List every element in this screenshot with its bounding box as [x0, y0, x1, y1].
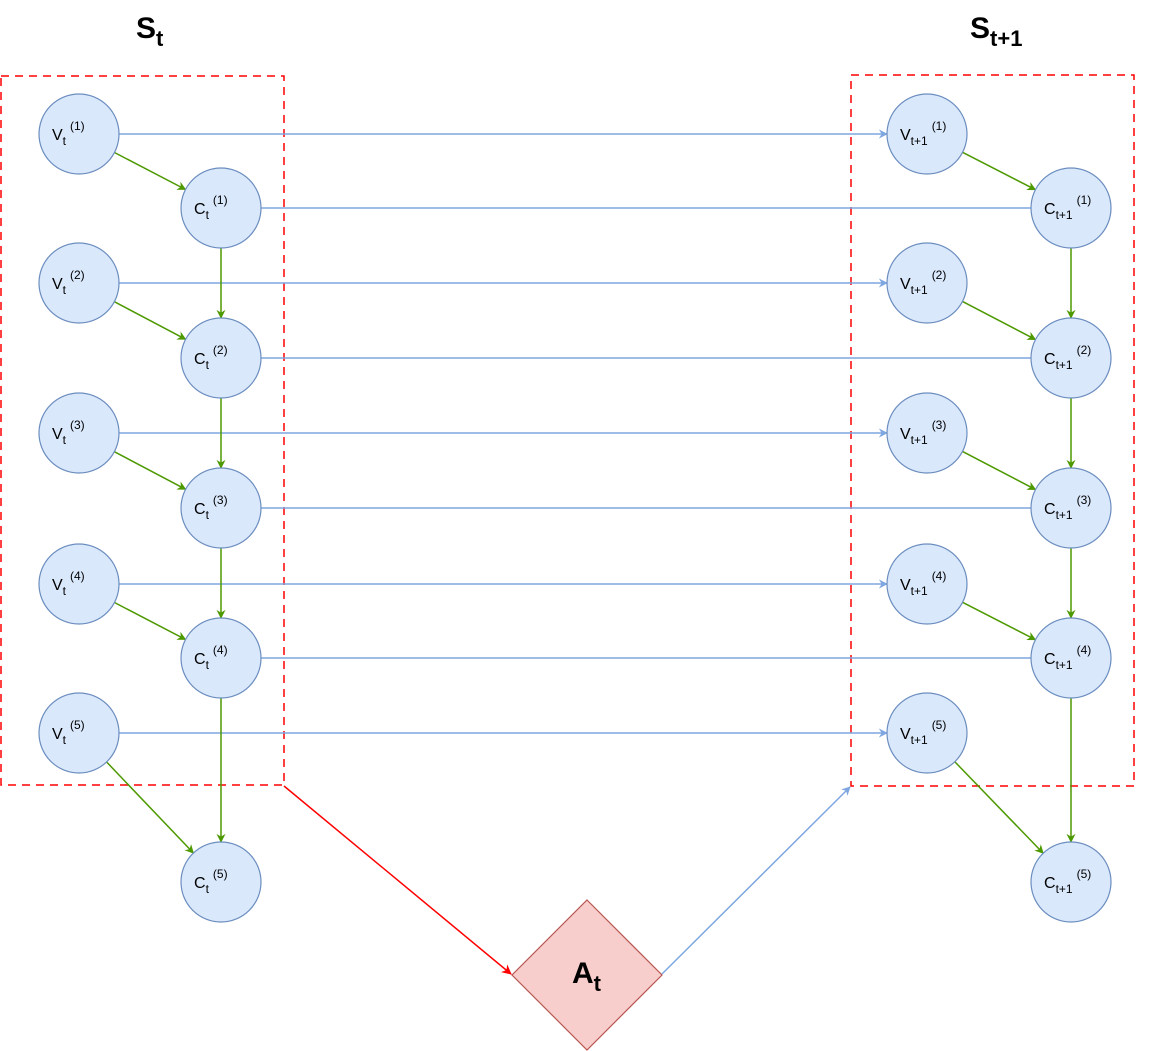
- dependency-edge-t-v5-c5: [106, 761, 195, 854]
- nodes-layer: Vt(1) Ct(1) Vt(2) Ct(2) Vt(3) Ct(3) Vt(4) Ct(4)…: [38, 93, 1112, 923]
- node-v-t1-5: Vt+1(5): [886, 692, 968, 774]
- node-c-t-2-circle: [180, 317, 262, 399]
- node-v-t-2: Vt(2): [38, 242, 120, 324]
- dependency-edge-t1-v4-c4: [962, 601, 1037, 641]
- edges-layer: [106, 129, 1076, 854]
- node-v-t1-5-label: Vt+1(5): [900, 718, 946, 747]
- node-v-t1-4-label: Vt+1(4): [900, 569, 946, 598]
- node-c-t1-5-label: Ct+1(5): [1044, 867, 1091, 896]
- action-to-next-state-edge: [661, 786, 851, 975]
- dependency-edge-t-v2-c2: [114, 301, 187, 340]
- node-v-t1-1-circle: [886, 93, 968, 175]
- node-v-t-1: Vt(1): [38, 93, 120, 175]
- node-c-t-3-label: Ct(3): [194, 493, 228, 522]
- node-v-t-4-label: Vt(4): [52, 569, 85, 598]
- node-v-t-4: Vt(4): [38, 543, 120, 625]
- node-v-t-1-label: Vt(1): [52, 119, 85, 148]
- dependency-edge-t-v3-c3: [114, 451, 187, 490]
- node-c-t1-3-label: Ct+1(3): [1044, 493, 1091, 522]
- node-c-t-4-label: Ct(4): [194, 643, 228, 672]
- node-c-t1-1: Ct+1(1): [1030, 167, 1112, 249]
- dependency-edge-t1-v2-c2: [962, 300, 1037, 341]
- action-diamond: [511, 899, 663, 1051]
- node-c-t1-1-label: Ct+1(1): [1044, 193, 1091, 222]
- node-v-t-1-circle: [38, 93, 120, 175]
- node-c-t1-2-label: Ct+1(2): [1044, 343, 1091, 372]
- node-v-t-5-label: Vt(5): [52, 718, 85, 747]
- node-c-t-3-circle: [180, 467, 262, 549]
- node-v-t1-4-circle: [886, 543, 968, 625]
- node-v-t-5-circle: [38, 692, 120, 774]
- state-t-title: St: [136, 12, 164, 51]
- node-v-t-3: Vt(3): [38, 392, 120, 474]
- dependency-edge-t1-v1-c1: [962, 151, 1037, 191]
- node-c-t1-5-circle: [1030, 841, 1112, 923]
- state-t1-title: St+1: [970, 12, 1022, 51]
- action-label: At: [572, 957, 602, 996]
- node-v-t1-2: Vt+1(2): [886, 242, 968, 324]
- node-c-t-4: Ct(4): [180, 617, 262, 699]
- node-c-t-4-circle: [180, 617, 262, 699]
- action-node: At: [511, 899, 663, 1051]
- state-t1-box: [850, 74, 1135, 787]
- node-c-t1-3-circle: [1030, 467, 1112, 549]
- node-c-t-5: Ct(5): [180, 841, 262, 923]
- node-v-t1-1-label: Vt+1(1): [900, 119, 946, 148]
- node-c-t1-3: Ct+1(3): [1030, 467, 1112, 549]
- node-c-t-1-circle: [180, 167, 262, 249]
- node-c-t-3: Ct(3): [180, 467, 262, 549]
- node-v-t1-1: Vt+1(1): [886, 93, 968, 175]
- node-v-t1-3-circle: [886, 392, 968, 474]
- node-v-t-4-circle: [38, 543, 120, 625]
- node-c-t-5-label: Ct(5): [194, 867, 228, 896]
- node-c-t-2-label: Ct(2): [194, 343, 228, 372]
- node-v-t-3-circle: [38, 392, 120, 474]
- node-v-t1-2-label: Vt+1(2): [900, 268, 946, 297]
- node-c-t1-4-label: Ct+1(4): [1044, 643, 1091, 672]
- node-c-t1-4: Ct+1(4): [1030, 617, 1112, 699]
- node-c-t-1-label: Ct(1): [194, 193, 228, 222]
- node-v-t-5: Vt(5): [38, 692, 120, 774]
- dependency-edge-t-v4-c4: [114, 601, 187, 641]
- node-c-t1-4-circle: [1030, 617, 1112, 699]
- state-t-box: [0, 75, 285, 786]
- node-c-t-5-circle: [180, 841, 262, 923]
- dependency-edge-t-v1-c1: [114, 151, 187, 191]
- node-c-t1-2: Ct+1(2): [1030, 317, 1112, 399]
- state-to-action-edge: [283, 785, 512, 975]
- node-v-t-2-label: Vt(2): [52, 268, 85, 297]
- node-v-t-2-circle: [38, 242, 120, 324]
- node-c-t1-1-circle: [1030, 167, 1112, 249]
- node-c-t1-5: Ct+1(5): [1030, 841, 1112, 923]
- dependency-edge-t1-v5-c5: [954, 761, 1044, 854]
- node-c-t-1: Ct(1): [180, 167, 262, 249]
- node-v-t1-3: Vt+1(3): [886, 392, 968, 474]
- node-c-t-2: Ct(2): [180, 317, 262, 399]
- node-v-t1-2-circle: [886, 242, 968, 324]
- node-v-t1-3-label: Vt+1(3): [900, 418, 946, 447]
- dependency-edge-t1-v3-c3: [962, 450, 1037, 491]
- node-c-t1-2-circle: [1030, 317, 1112, 399]
- node-v-t-3-label: Vt(3): [52, 418, 85, 447]
- node-v-t1-5-circle: [886, 692, 968, 774]
- node-v-t1-4: Vt+1(4): [886, 543, 968, 625]
